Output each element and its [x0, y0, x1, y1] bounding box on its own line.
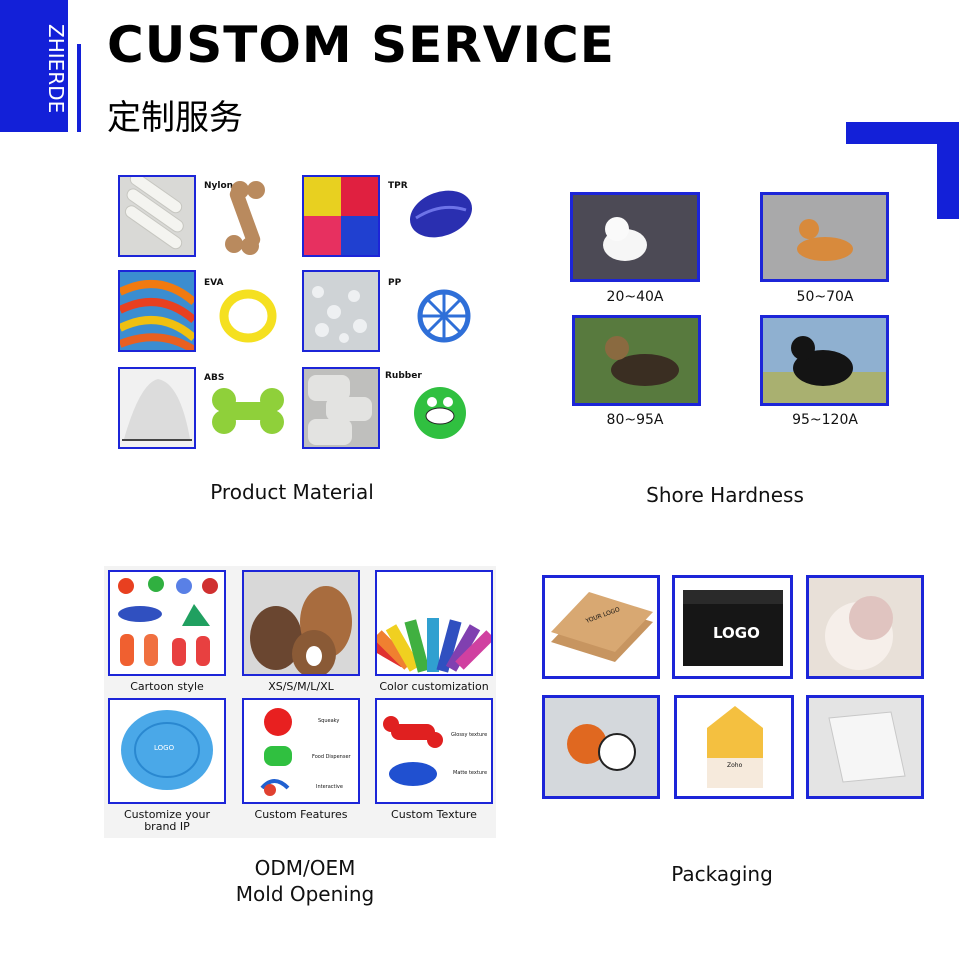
spiky-ball-toy-icon	[402, 382, 478, 449]
odm-caption-line2: Mold Opening	[235, 882, 375, 906]
material-caption: Product Material	[210, 480, 374, 504]
texture-matte: Matte texture	[453, 770, 488, 776]
feature-interactive: Interactive	[316, 784, 343, 790]
hardness-photo-3	[572, 315, 701, 406]
material-photo-rubber	[302, 367, 380, 449]
odm-label-brand: Customize your brand IP	[124, 808, 210, 833]
hardness-photo-1	[570, 192, 700, 282]
material-photo-tpr	[302, 175, 380, 257]
odm-label-cartoon: Cartoon style	[130, 680, 204, 693]
packaging-photo-cat-house: Zoho	[674, 695, 794, 799]
material-label-rubber: Rubber	[385, 371, 422, 381]
odm-tile-cartoon	[108, 570, 226, 676]
odm-tile-texture: Glossy texture Matte texture	[375, 698, 493, 804]
packaging-photo-clear-box	[542, 695, 660, 799]
odm-tile-sizes	[242, 570, 360, 676]
odm-label-sizes: XS/S/M/L/XL	[268, 680, 334, 693]
packaging-photo-kraft-box: YOUR LOGO	[542, 575, 660, 679]
lattice-ball-toy-icon	[414, 288, 474, 349]
hardness-label-3: 80~95A	[606, 412, 664, 428]
odm-tile-color	[375, 570, 493, 676]
page-title: CUSTOM SERVICE	[107, 16, 615, 74]
odm-tile-brand: LOGO	[108, 698, 226, 804]
material-photo-nylon	[118, 175, 196, 257]
rugby-ball-toy-icon	[406, 182, 476, 251]
hardness-photo-2	[760, 192, 889, 282]
hardness-label-4: 95~120A	[792, 412, 858, 428]
corner-accent-horizontal	[846, 122, 959, 144]
packaging-caption: Packaging	[671, 862, 773, 886]
odm-caption-line1: ODM/OEM	[254, 856, 356, 880]
odm-label-color: Color customization	[379, 680, 489, 693]
brand-bar	[0, 0, 68, 132]
hardness-caption: Shore Hardness	[646, 483, 804, 507]
material-photo-abs	[118, 367, 196, 449]
feature-food-dispenser: Food Dispenser	[312, 754, 351, 760]
cat-house-label: Zoho	[727, 762, 743, 769]
material-photo-pp	[302, 270, 380, 352]
material-photo-eva	[118, 270, 196, 352]
frisbee-logo-text: LOGO	[154, 744, 175, 752]
material-label-eva: EVA	[204, 278, 224, 288]
material-label-abs: ABS	[204, 373, 225, 383]
packaging-photo-poly-bag	[806, 695, 924, 799]
feature-squeaky: Squeaky	[318, 718, 340, 724]
packaging-photo-hang-tag	[806, 575, 924, 679]
bone-toy-icon	[210, 176, 280, 261]
hardness-label-2: 50~70A	[796, 289, 854, 305]
hardness-label-1: 20~40A	[606, 289, 664, 305]
green-bone-toy-icon	[206, 380, 290, 447]
ring-toy-icon	[218, 288, 278, 349]
hardness-photo-4	[760, 315, 889, 406]
title-rule	[77, 44, 81, 132]
odm-label-features: Custom Features	[254, 808, 348, 821]
odm-tile-features: Squeaky Food Dispenser Interactive	[242, 698, 360, 804]
corner-accent-vertical	[937, 122, 959, 219]
texture-glossy: Glossy texture	[451, 732, 488, 738]
material-label-nylon: Nylon	[204, 181, 234, 191]
material-label-pp: PP	[388, 278, 402, 288]
material-label-tpr: TPR	[388, 181, 408, 191]
packaging-photo-black-box: LOGO	[672, 575, 793, 679]
page-subtitle: 定制服务	[107, 98, 243, 138]
black-box-logo: LOGO	[713, 624, 760, 642]
brand-name: ZHIERDE	[44, 24, 68, 114]
odm-label-texture: Custom Texture	[391, 808, 477, 821]
